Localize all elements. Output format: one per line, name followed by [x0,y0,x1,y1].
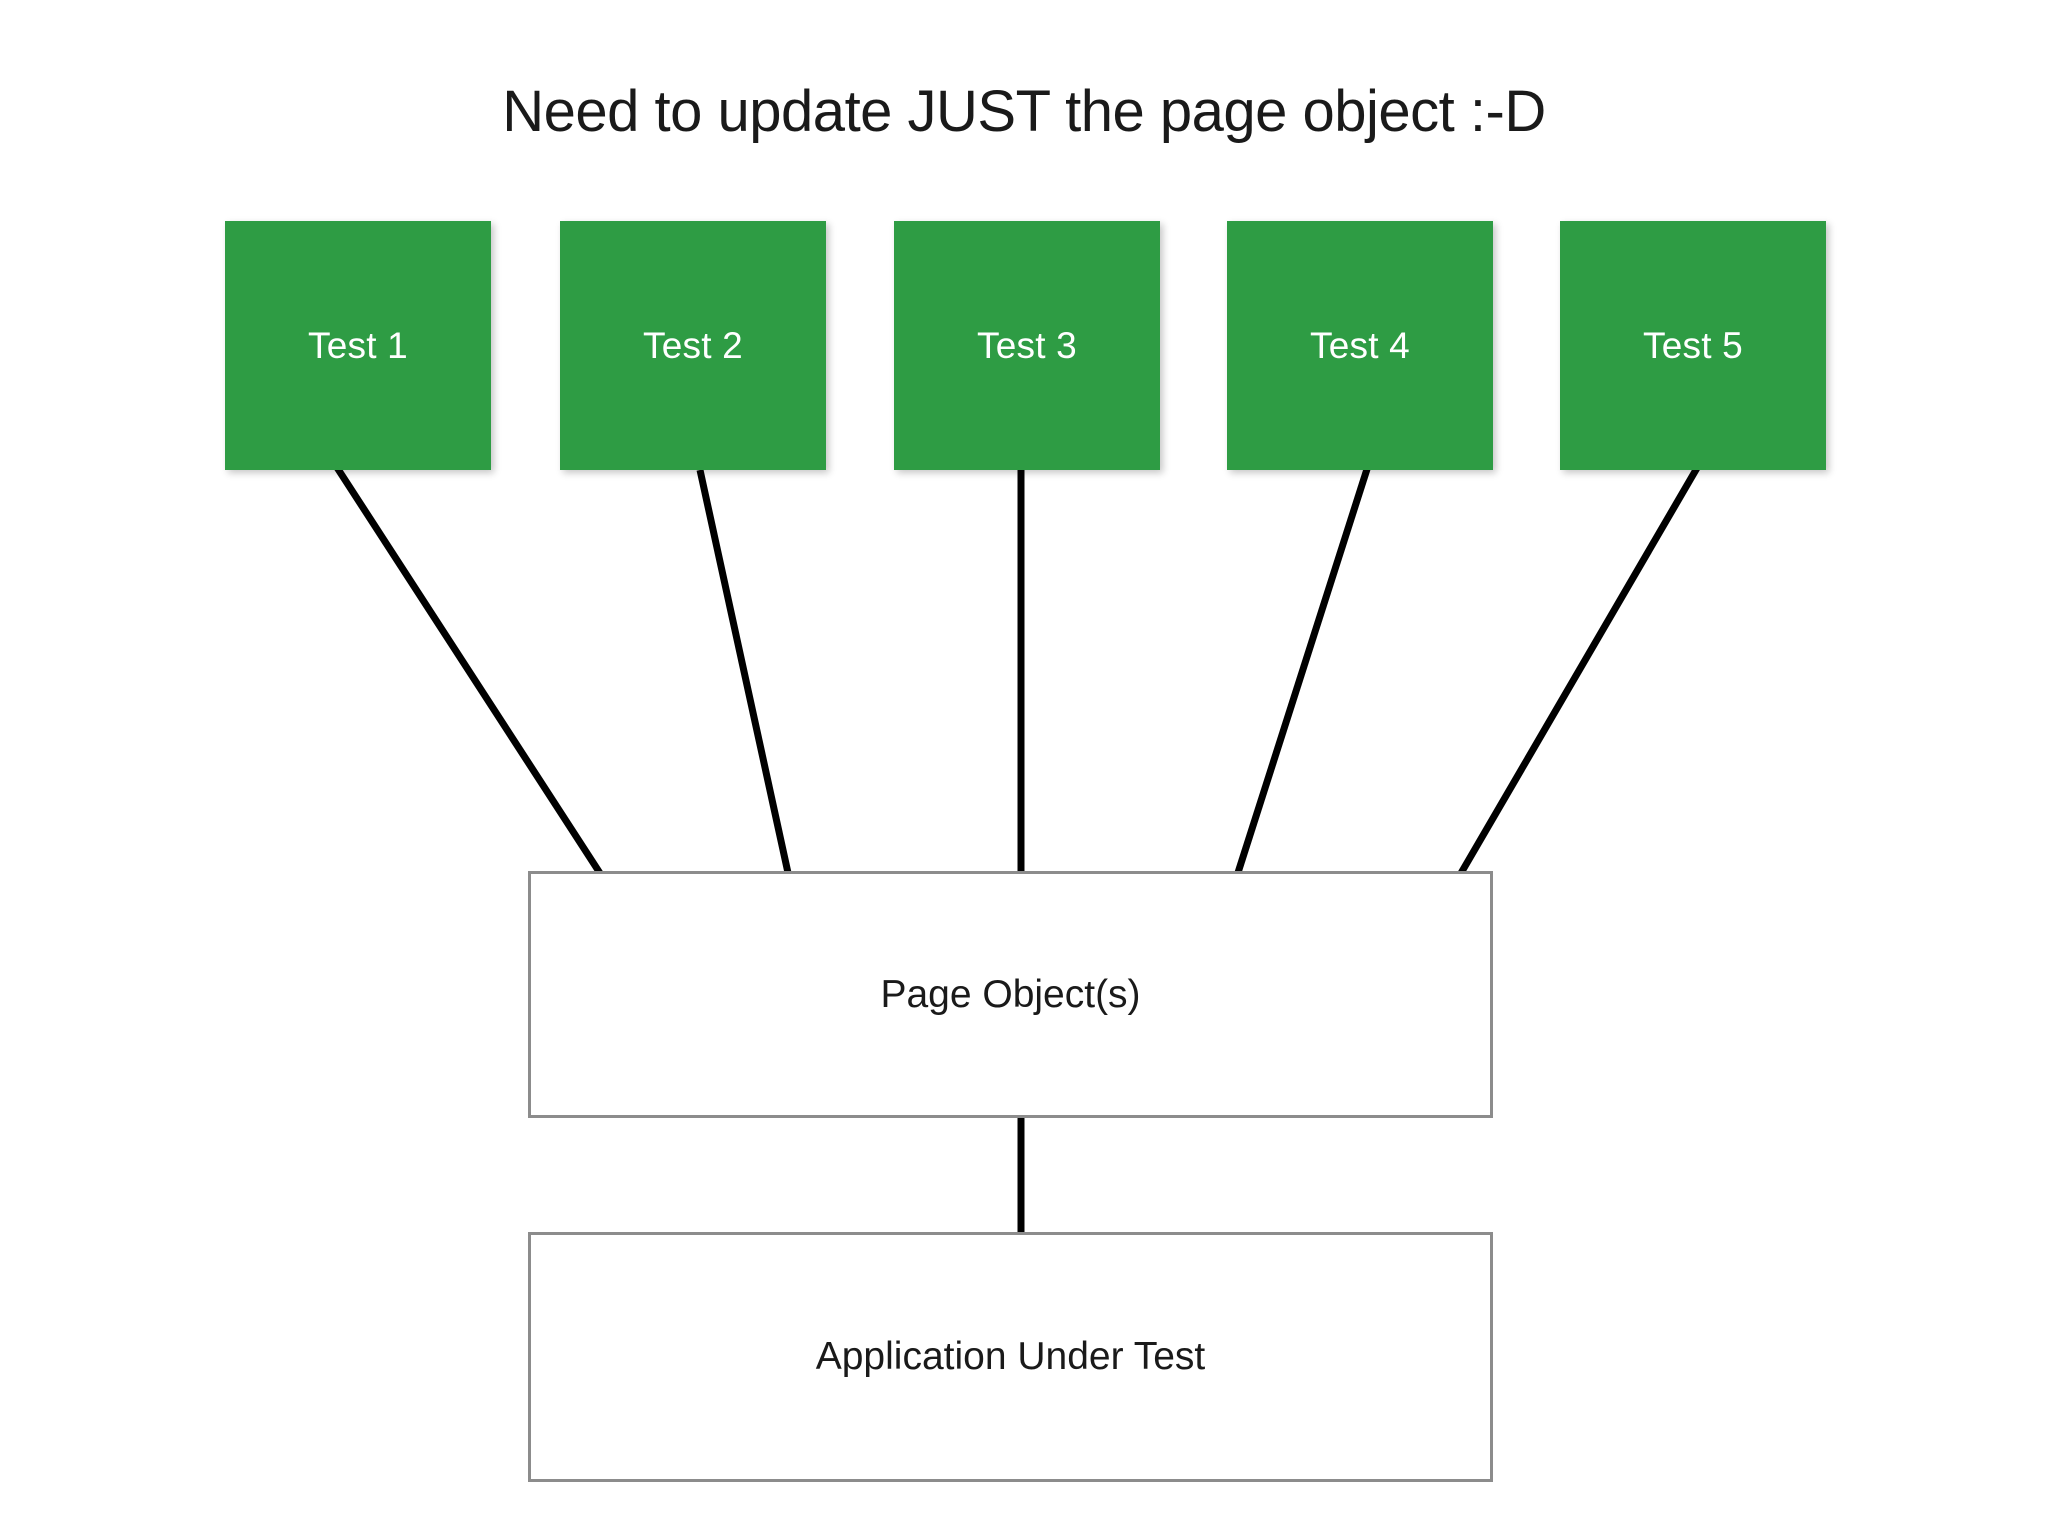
test-box-1[interactable]: Test 1 [225,221,491,470]
test-box-2[interactable]: Test 2 [560,221,826,470]
test-box-label: Test 4 [1310,324,1410,366]
test-box-label: Test 3 [977,324,1077,366]
application-under-test-label: Application Under Test [815,1335,1206,1378]
application-under-test-box[interactable]: Application Under Test [528,1232,1493,1482]
page-object-box[interactable]: Page Object(s) [528,871,1493,1118]
connector-test4-to-page-object [1231,464,1372,884]
test-box-label: Test 1 [308,324,408,366]
connector-test5-to-page-object [1453,466,1701,882]
test-box-4[interactable]: Test 4 [1227,221,1493,470]
page-object-label: Page Object(s) [880,972,1141,1016]
test-box-label: Test 5 [1643,324,1743,366]
test-box-label: Test 2 [643,324,743,366]
page-title: Need to update JUST the page object :-D [502,79,1546,144]
connector-test1-to-page-object [333,464,610,886]
connector-test2-to-page-object [696,469,794,883]
test-box-3[interactable]: Test 3 [894,221,1160,470]
test-box-5[interactable]: Test 5 [1560,221,1826,470]
